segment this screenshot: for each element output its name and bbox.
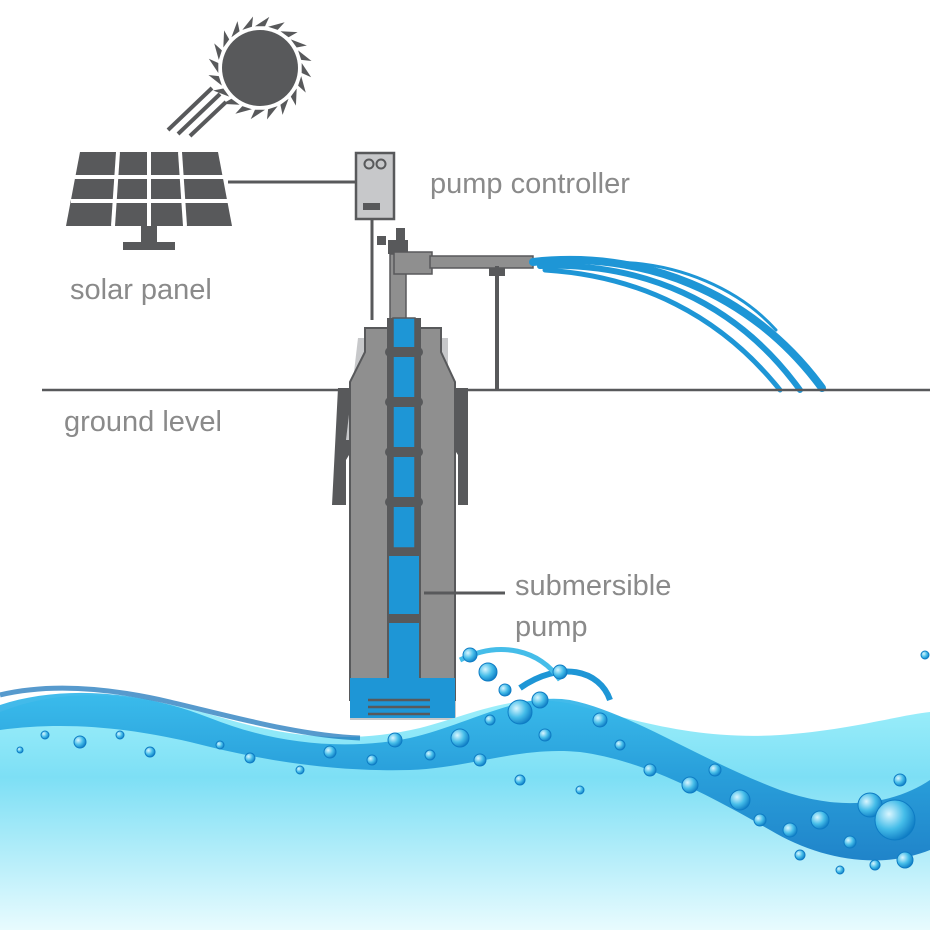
- sun-ray: [208, 58, 219, 74]
- water-bubble: [681, 776, 699, 794]
- well-casing: [332, 327, 468, 720]
- water-bubble: [323, 745, 337, 759]
- sun-ray: [214, 43, 222, 60]
- water-bubble: [869, 859, 881, 871]
- water-bubble: [473, 753, 487, 767]
- water-bubble: [843, 835, 857, 849]
- sun-icon: [166, 16, 312, 138]
- water-bubble: [643, 763, 657, 777]
- sun-ray: [254, 16, 270, 27]
- water-bubble: [893, 773, 907, 787]
- water-bubble: [538, 728, 552, 742]
- sun-ray: [290, 88, 297, 106]
- sun-ray: [213, 88, 230, 97]
- solar-panel-label: solar panel: [70, 274, 212, 306]
- water-bubble: [552, 664, 568, 680]
- water-bubble: [73, 735, 87, 749]
- water-bubble: [16, 746, 24, 754]
- sun-ray: [242, 16, 254, 30]
- water-bubble: [753, 813, 767, 827]
- water-waves-icon: [0, 647, 930, 930]
- water-spray-icon: [529, 255, 826, 393]
- sun-ray: [235, 106, 252, 114]
- water-bubble: [424, 749, 436, 761]
- water-bubble: [920, 650, 930, 660]
- sun-ray: [266, 106, 278, 120]
- sun-ray: [250, 109, 266, 120]
- water-bubble: [462, 647, 478, 663]
- water-bubble: [295, 765, 305, 775]
- submersible-pump-icon: [350, 317, 455, 718]
- water-bubble: [215, 740, 225, 750]
- water-bubble: [450, 728, 470, 748]
- water-bubble: [592, 712, 608, 728]
- water-bubble: [478, 662, 498, 682]
- submersible-label-line2: pump: [515, 611, 588, 643]
- water-bubble: [387, 732, 403, 748]
- submersible-label-line1: submersible: [515, 570, 671, 602]
- water-bubble: [507, 699, 533, 725]
- water-bubble: [366, 754, 378, 766]
- sun-ray: [301, 62, 312, 78]
- water-bubble: [708, 763, 722, 777]
- pump-controller-icon: [354, 151, 396, 221]
- water-bubble: [531, 691, 549, 709]
- sun-ray: [280, 31, 298, 38]
- water-bubble: [874, 799, 916, 841]
- water-bubble: [782, 822, 798, 838]
- sun-ray: [231, 21, 240, 38]
- sun-ray: [290, 39, 307, 48]
- water-bubble: [484, 714, 496, 726]
- water-bubble: [40, 730, 50, 740]
- water-bubble: [144, 746, 156, 758]
- ground-level-label: ground level: [64, 406, 222, 438]
- water-bubble: [575, 785, 585, 795]
- sun-ray: [298, 50, 312, 62]
- water-bubble: [896, 851, 914, 869]
- water-bubble: [729, 789, 751, 811]
- water-bubble: [498, 683, 512, 697]
- water-bubble: [614, 739, 626, 751]
- water-bubble: [115, 730, 125, 740]
- sun-ray: [223, 30, 230, 48]
- sun-ray: [208, 74, 222, 86]
- water-bubble: [835, 865, 845, 875]
- sun-ray: [280, 98, 289, 115]
- water-bubble: [794, 849, 806, 861]
- solar-panel-icon: [66, 151, 232, 250]
- water-bubble: [244, 752, 256, 764]
- sun-ray: [298, 76, 306, 93]
- sun-ray: [268, 22, 285, 30]
- water-bubble: [810, 810, 830, 830]
- pump-controller-label: pump controller: [430, 168, 630, 200]
- discharge-pipe: [388, 228, 534, 390]
- water-bubble: [514, 774, 526, 786]
